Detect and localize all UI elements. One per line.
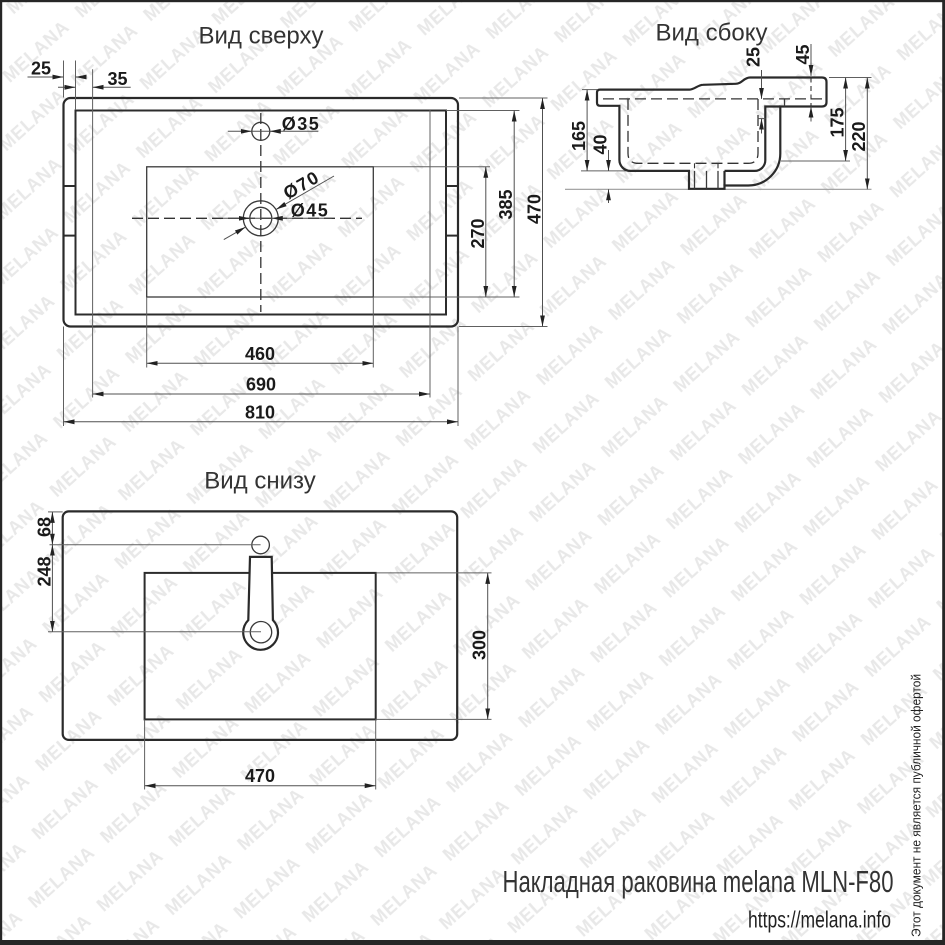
- dim-top-drain-inner-diameter: Ø45: [291, 200, 330, 220]
- footer: Накладная раковина melana MLN-F80 https:…: [503, 864, 894, 932]
- dim-top-basin-depth: 270: [468, 218, 488, 248]
- border-right: [942, 0, 945, 945]
- dim-side-overall-height: 220: [849, 121, 869, 151]
- top-view-outer-rect: [62, 96, 460, 328]
- dim-side-front-height: 165: [569, 121, 589, 151]
- dim-side-bottom-clearance: 40: [591, 134, 611, 154]
- border-left: [0, 0, 3, 945]
- top-view: Вид сверху 25: [27, 22, 548, 426]
- footer-product-title: Накладная раковина melana MLN-F80: [503, 864, 894, 899]
- top-view-basin-rect: [146, 166, 374, 298]
- side-view-title: Вид сбоку: [656, 20, 768, 47]
- dim-bottom-drain-offset: 248: [35, 556, 55, 586]
- dim-bottom-recess-width: 470: [245, 766, 275, 786]
- side-note: Этот документ не является публичной офер…: [909, 674, 924, 937]
- dim-side-outlet-height: 175: [828, 107, 848, 137]
- dim-top-mounting-width: 690: [246, 375, 276, 395]
- dim-line-drain-outer: [223, 226, 246, 241]
- top-view-title: Вид сверху: [199, 22, 324, 49]
- dim-top-faucet-diameter: Ø35: [282, 114, 321, 134]
- dim-top-ledge-offset: 35: [107, 69, 127, 89]
- top-view-rim-inner-rect: [74, 109, 447, 316]
- side-view: Вид сбоку 165 40 25: [565, 20, 872, 203]
- dim-top-overall-depth: 470: [525, 194, 545, 224]
- dim-line-drain-outer: [275, 175, 335, 210]
- dim-top-basin-width: 460: [245, 344, 275, 364]
- side-view-exterior-profile: [595, 76, 828, 190]
- border-bottom-bar: [0, 940, 945, 945]
- bottom-view: Вид снизу 68 248 300 470: [35, 468, 492, 790]
- dim-top-edge-offset: 25: [31, 59, 51, 79]
- border-top: [0, 0, 945, 3]
- dim-side-deck-thickness: 45: [793, 44, 813, 64]
- dim-bottom-faucet-offset: 68: [35, 517, 55, 537]
- dim-top-inner-width: 385: [496, 189, 516, 219]
- dim-side-rim-offset: 25: [744, 47, 764, 67]
- bottom-view-outer-rect: [61, 510, 459, 741]
- side-view-basin-interior-dashed: [627, 98, 759, 164]
- dim-top-overall-width: 810: [245, 402, 275, 422]
- side-view-basin-back-wall: [724, 105, 781, 172]
- dim-bottom-recess-depth: 300: [470, 630, 490, 660]
- bottom-view-title: Вид снизу: [204, 468, 315, 495]
- footer-website-url: https://melana.info: [748, 906, 891, 932]
